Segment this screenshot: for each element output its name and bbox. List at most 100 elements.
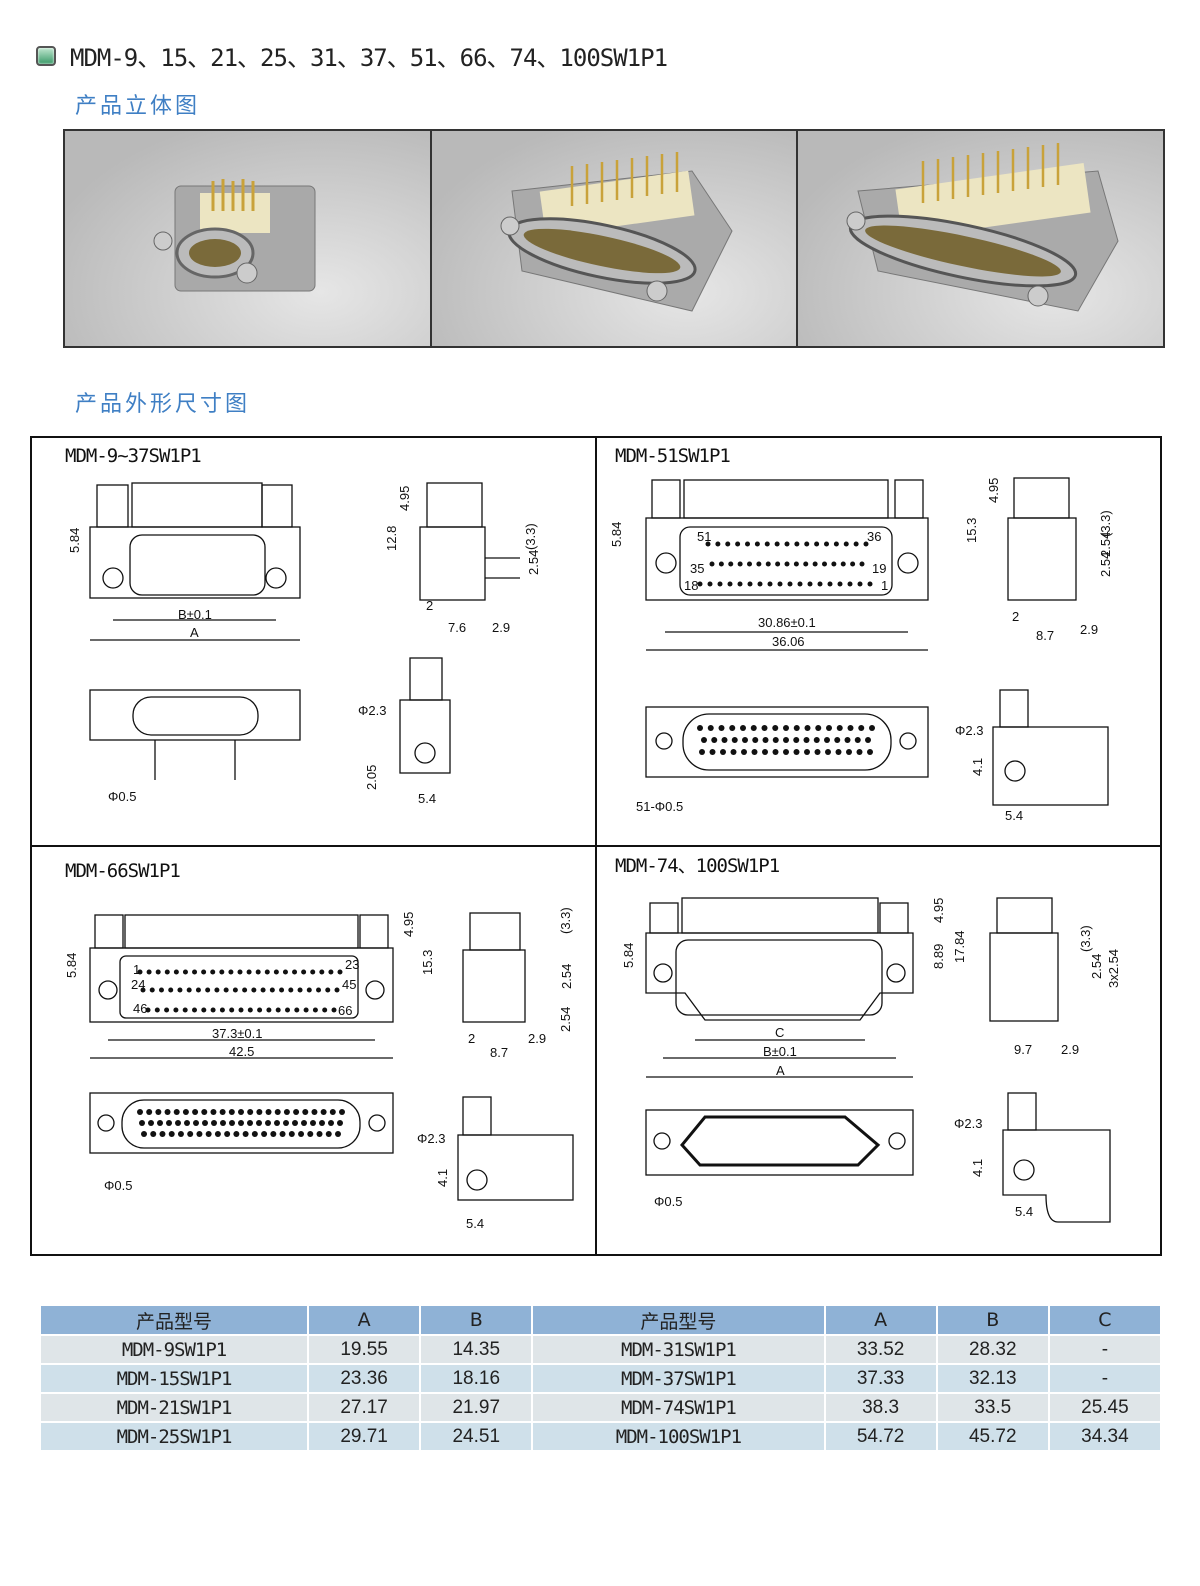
pin-dot — [794, 541, 800, 547]
svg-text:MDM-9~37SW1P1: MDM-9~37SW1P1 — [65, 445, 201, 467]
svg-text:2.54: 2.54 — [526, 550, 541, 575]
product-photo-small — [65, 131, 432, 346]
pin-dot — [787, 581, 793, 587]
pin-dot — [282, 969, 288, 975]
pin-dot — [159, 1131, 166, 1137]
pin-dot — [814, 541, 820, 547]
pin-dot — [154, 1007, 160, 1013]
title-text: MDM-9、15、21、25、31、37、51、66、74、100SW1P1 — [70, 44, 668, 72]
table-cell: MDM-74SW1P1 — [533, 1394, 824, 1421]
pin-dot — [803, 561, 809, 567]
svg-text:2.9: 2.9 — [1061, 1042, 1079, 1057]
pin-dot — [164, 1007, 170, 1013]
svg-text:17.84: 17.84 — [952, 930, 967, 963]
pin-dot — [137, 1109, 143, 1115]
pin-dot — [256, 1109, 263, 1115]
pin-dot — [721, 737, 728, 743]
pin-dot — [735, 541, 741, 547]
drawing-mdm-74-100: MDM-74、100SW1P1 5.84 4.95 8.89 17.84 CB±… — [615, 855, 1121, 1223]
svg-text:4.95: 4.95 — [401, 912, 416, 937]
table-cell: 54.72 — [825, 1423, 936, 1450]
pin-dots — [137, 541, 875, 1137]
pin-dot — [155, 1109, 162, 1115]
svg-text:MDM-66SW1P1: MDM-66SW1P1 — [65, 860, 180, 882]
pin-dot — [772, 725, 779, 731]
svg-text:37.3±0.1: 37.3±0.1 — [212, 1026, 263, 1041]
svg-text:5.4: 5.4 — [418, 791, 436, 806]
pin-dot — [711, 737, 718, 743]
pin-dot — [182, 1007, 188, 1013]
pin-dot — [793, 725, 800, 731]
pin-dot — [265, 1109, 272, 1115]
svg-text:4.95: 4.95 — [986, 478, 1001, 503]
pin-dot — [329, 1109, 336, 1115]
svg-text:4.95: 4.95 — [931, 898, 946, 923]
pin-dot — [182, 1109, 189, 1115]
pin-dot — [775, 561, 781, 567]
pin-dot — [164, 969, 170, 975]
pin-dot — [146, 969, 152, 975]
table-cell: 18.16 — [421, 1365, 532, 1392]
section-dims-heading: 产品外形尺寸图 — [75, 392, 251, 417]
svg-text:23: 23 — [345, 957, 359, 972]
svg-text:B±0.1: B±0.1 — [178, 607, 212, 622]
pin-dot — [337, 1120, 343, 1126]
connector-image — [846, 143, 1119, 312]
pin-dot — [320, 1109, 327, 1115]
pin-dot — [745, 541, 750, 547]
svg-text:B±0.1: B±0.1 — [763, 1044, 797, 1059]
svg-text:2.9: 2.9 — [528, 1031, 546, 1046]
pin-dot — [784, 561, 790, 567]
page-title: MDM-9、15、21、25、31、37、51、66、74、100SW1P1 — [36, 38, 668, 73]
pin-dot — [242, 987, 248, 993]
pin-dot — [155, 969, 161, 975]
pin-dot — [833, 541, 839, 547]
pin-dot — [762, 749, 768, 755]
pin-dot — [725, 541, 731, 547]
pin-dot — [784, 541, 790, 547]
table-cell: 38.3 — [825, 1394, 936, 1421]
svg-text:8.89: 8.89 — [931, 944, 946, 969]
table-cell: - — [1049, 1365, 1160, 1392]
pin-dot — [219, 1109, 226, 1115]
pin-dot — [774, 541, 780, 547]
pin-dot — [196, 1131, 203, 1137]
pin-dot — [251, 987, 257, 993]
pin-dot — [319, 1120, 325, 1126]
table-cell: 32.13 — [937, 1365, 1048, 1392]
table-cell: 33.5 — [937, 1394, 1048, 1421]
pin-dot — [754, 541, 760, 547]
pin-dot — [157, 1120, 163, 1126]
table-cell: MDM-100SW1P1 — [533, 1423, 824, 1450]
pin-dot — [718, 725, 725, 731]
pin-dot — [740, 725, 746, 731]
svg-text:2.9: 2.9 — [1080, 622, 1098, 637]
pin-dot — [757, 581, 763, 587]
pin-dot — [812, 561, 818, 567]
pin-dot — [858, 725, 865, 731]
svg-text:2.05: 2.05 — [364, 765, 379, 790]
pin-dot — [139, 1120, 145, 1126]
svg-text:2.54: 2.54 — [1098, 552, 1113, 577]
svg-text:36.06: 36.06 — [772, 634, 805, 649]
svg-text:(3.3): (3.3) — [523, 523, 538, 550]
svg-text:12.8: 12.8 — [384, 526, 399, 551]
pin-dot — [697, 725, 703, 731]
pin-dot — [279, 1131, 286, 1137]
svg-text:19: 19 — [872, 561, 886, 576]
col-header-b-2: B — [937, 1306, 1048, 1334]
svg-text:2: 2 — [426, 598, 433, 613]
pin-dot — [257, 1007, 263, 1013]
col-header-a-2: A — [825, 1306, 936, 1334]
pin-dot — [709, 749, 716, 755]
table-cell: 45.72 — [937, 1423, 1048, 1450]
connector-image — [500, 152, 733, 312]
pin-dot — [202, 1120, 208, 1126]
pin-dot — [175, 1120, 181, 1126]
svg-text:46: 46 — [133, 1001, 147, 1016]
pin-dot — [137, 969, 143, 975]
pin-dot — [859, 561, 865, 567]
pin-dot — [184, 1120, 190, 1126]
